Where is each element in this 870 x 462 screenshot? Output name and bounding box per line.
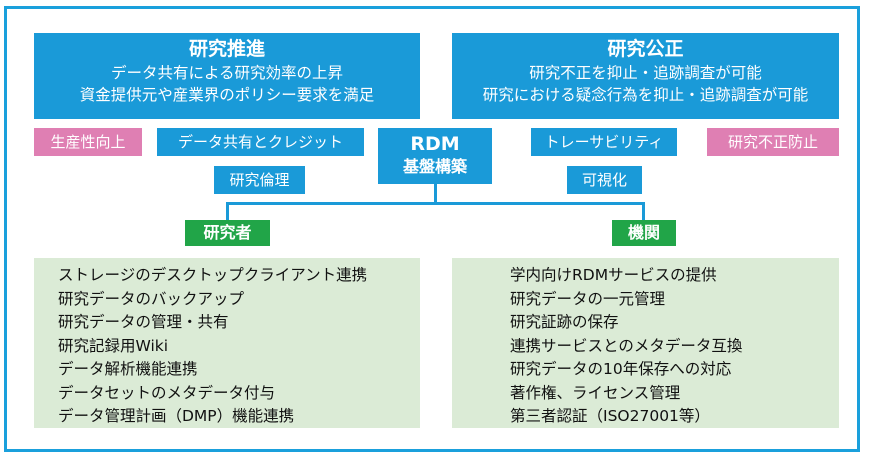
rdm-center-box: RDM 基盤構築 [378,128,492,184]
tag-data-sharing-credit: データ共有とクレジット [157,128,364,156]
rdm-subtitle: 基盤構築 [402,157,467,176]
list-item: データセットのメタデータ付与 [58,383,276,402]
connector-center-vertical [434,182,437,204]
list-item: 第三者認証（ISO27001等） [510,407,710,425]
list-item: 著作権、ライセンス管理 [510,383,681,402]
list-item: 研究データの一元管理 [510,289,666,308]
list-item: データ管理計画（DMP）機能連携 [58,407,295,425]
list-item: データ解析機能連携 [58,360,198,378]
connector-left-vertical [226,202,229,221]
goal-title: 研究公正 [607,38,684,60]
list-item: 学内向けRDMサービスの提供 [510,266,717,284]
panel-researcher: ストレージのデスクトップクライアント連携 研究データのバックアップ 研究データの… [34,258,420,428]
rdm-title: RDM [410,133,460,155]
connector-horizontal [226,202,645,205]
goal-line: 研究不正を抑止・追跡調査が可能 [529,64,762,82]
tag-research-ethics: 研究倫理 [214,166,305,194]
list-item: 研究データの10年保存への対応 [510,360,732,378]
goal-title: 研究推進 [188,38,265,60]
goal-research-integrity: 研究公正 研究不正を抑止・追跡調査が可能 研究における疑念行為を抑止・追跡調査が… [452,33,839,119]
goal-line: データ共有による研究効率の上昇 [110,64,344,82]
tag-productivity: 生産性向上 [34,128,142,156]
outer-frame [4,6,860,452]
tag-traceability: トレーサビリティ [531,128,677,156]
goal-line: 資金提供元や産業界のポリシー要求を満足 [79,86,375,104]
label-researcher: 研究者 [185,220,270,246]
label-institution: 機関 [612,220,676,246]
panel-institution: 学内向けRDMサービスの提供 研究データの一元管理 研究証跡の保存 連携サービス… [452,258,839,428]
list-item: 研究データのバックアップ [58,289,245,308]
list-item: 連携サービスとのメタデータ互換 [510,336,743,355]
goal-line: 研究における疑念行為を抑止・追跡調査が可能 [482,86,809,104]
goal-research-promotion: 研究推進 データ共有による研究効率の上昇 資金提供元や産業界のポリシー要求を満足 [34,33,420,119]
list-item: 研究証跡の保存 [510,313,619,331]
list-item: 研究記録用Wiki [58,336,169,355]
connector-right-vertical [642,202,645,221]
list-item: ストレージのデスクトップクライアント連携 [58,266,368,284]
tag-fraud-prevention: 研究不正防止 [707,128,839,156]
list-item: 研究データの管理・共有 [58,313,229,331]
tag-visualization: 可視化 [567,166,642,194]
